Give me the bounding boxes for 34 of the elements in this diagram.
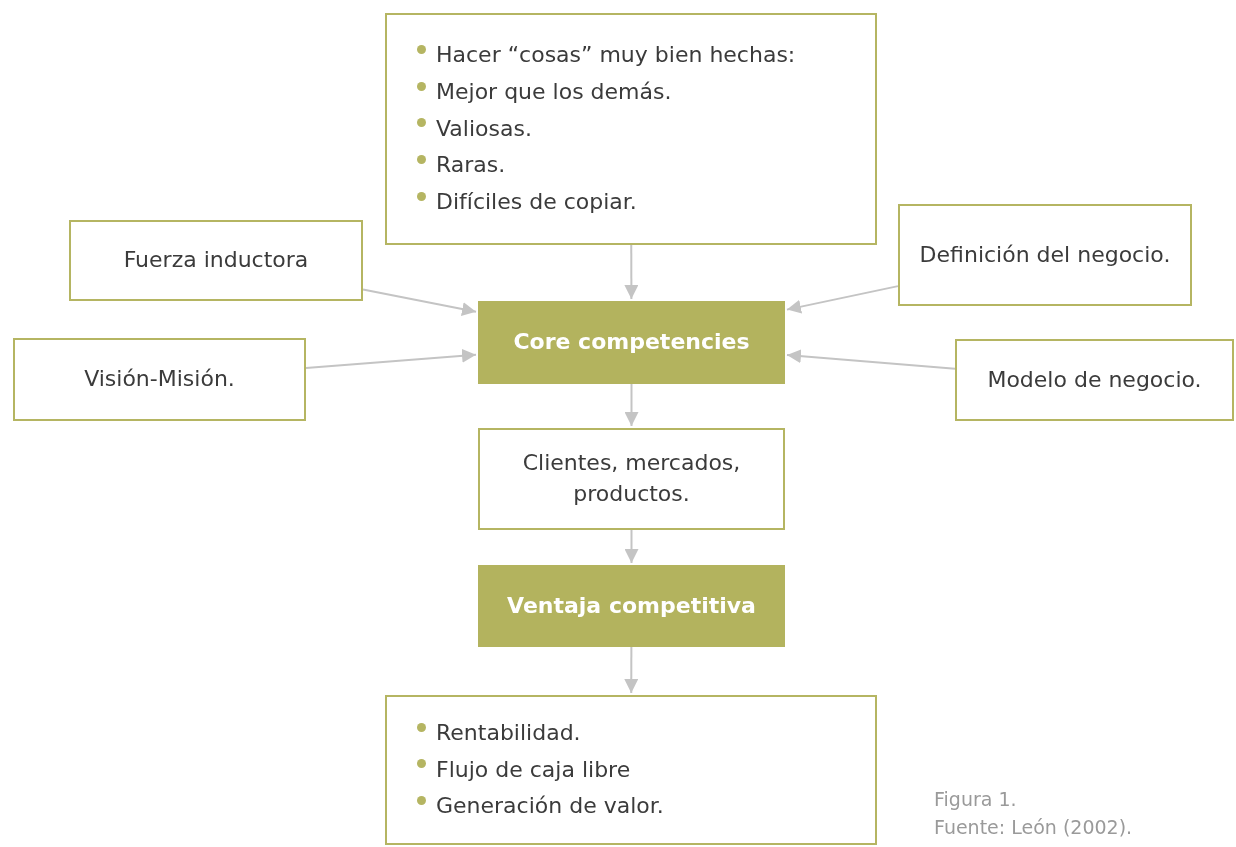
text-box xyxy=(69,220,363,301)
list-item-text: Generación de valor. xyxy=(436,792,664,821)
text-box xyxy=(955,339,1234,421)
highlight-box xyxy=(478,301,785,384)
text-box xyxy=(478,428,785,530)
list-item-text: Mejor que los demás. xyxy=(436,77,672,106)
arrow xyxy=(305,348,477,369)
text-box xyxy=(898,204,1192,306)
heading-text: Ventaja competitiva xyxy=(506,591,757,620)
arrow xyxy=(786,349,956,370)
list-item-text: Rentabilidad. xyxy=(436,718,581,747)
list-item-text: Raras. xyxy=(436,151,506,180)
list-item-text: Valiosas. xyxy=(436,114,532,143)
arrow xyxy=(624,646,639,694)
heading-text: Core competencies xyxy=(512,328,751,357)
box-text: Definición del negocio. xyxy=(918,240,1172,269)
box-text: Clientes, mercados, productos. xyxy=(521,449,742,508)
text-box xyxy=(13,338,306,421)
box-text: Modelo de negocio. xyxy=(986,365,1203,394)
list-item-text: Flujo de caja libre xyxy=(436,755,631,784)
bullet-list-box xyxy=(385,695,877,845)
box-text: Fuerza inductora xyxy=(122,246,310,275)
highlight-box xyxy=(478,565,785,647)
caption-text: Fuente: León (2002). xyxy=(934,816,1133,838)
bullet-list-box xyxy=(385,13,877,245)
list-item-text: Difíciles de copiar. xyxy=(436,188,637,217)
box-text: Visión-Misión. xyxy=(83,365,236,394)
caption-text: Figura 1. xyxy=(934,788,1017,810)
list-item-text: Hacer “cosas” muy bien hechas: xyxy=(436,41,796,69)
arrow xyxy=(624,244,639,300)
arrow xyxy=(785,285,899,314)
arrow xyxy=(624,529,639,564)
arrow xyxy=(624,383,639,427)
arrow xyxy=(362,288,478,316)
